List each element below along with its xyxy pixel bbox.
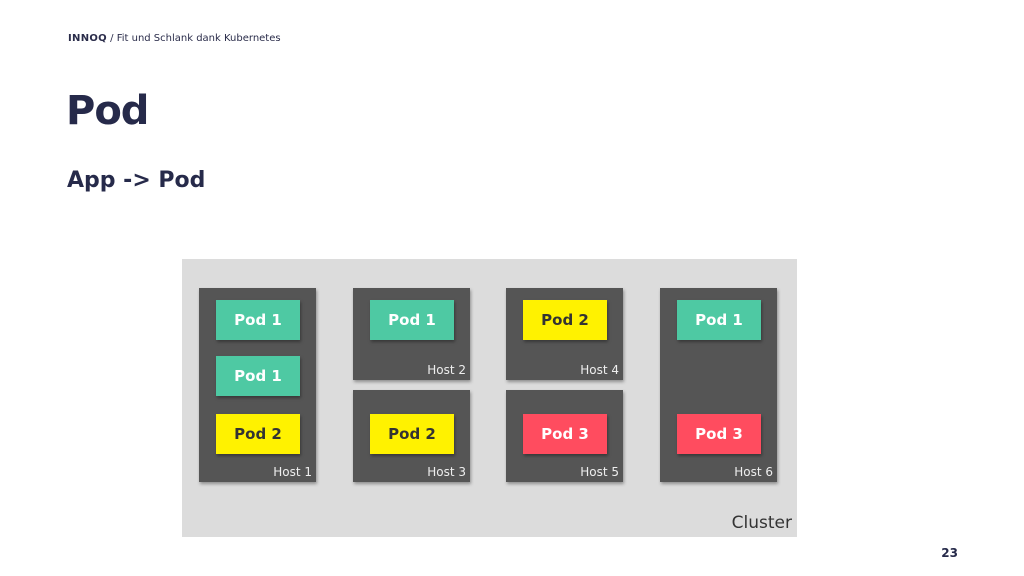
host-1: Pod 1 Pod 1 Pod 2 Host 1 [199, 288, 316, 482]
host-label: Host 2 [427, 363, 466, 377]
pod: Pod 1 [216, 356, 300, 396]
cluster: Pod 1 Pod 1 Pod 2 Host 1 Pod 1 Host 2 Po… [182, 259, 797, 537]
pod: Pod 2 [523, 300, 607, 340]
header-subtitle: Fit und Schlank dank Kubernetes [116, 33, 281, 44]
host-label: Host 1 [273, 465, 312, 479]
page-number: 23 [941, 546, 958, 560]
host-5: Pod 3 Host 5 [506, 390, 623, 482]
pod: Pod 2 [216, 414, 300, 454]
brand-logo: INNOQ [68, 33, 107, 44]
host-label: Host 5 [580, 465, 619, 479]
slide-title: Pod [66, 88, 149, 134]
host-2: Pod 1 Host 2 [353, 288, 470, 380]
pod: Pod 3 [677, 414, 761, 454]
host-6: Pod 1 Pod 3 Host 6 [660, 288, 777, 482]
host-4: Pod 2 Host 4 [506, 288, 623, 380]
host-label: Host 4 [580, 363, 619, 377]
host-label: Host 3 [427, 465, 466, 479]
cluster-label: Cluster [731, 513, 792, 533]
pod: Pod 1 [677, 300, 761, 340]
header: INNOQ / Fit und Schlank dank Kubernetes [68, 33, 281, 44]
host-3: Pod 2 Host 3 [353, 390, 470, 482]
pod: Pod 1 [216, 300, 300, 340]
pod: Pod 3 [523, 414, 607, 454]
pod: Pod 2 [370, 414, 454, 454]
pod: Pod 1 [370, 300, 454, 340]
host-label: Host 6 [734, 465, 773, 479]
slide-subtitle: App -> Pod [67, 168, 206, 193]
header-separator: / [106, 33, 117, 44]
